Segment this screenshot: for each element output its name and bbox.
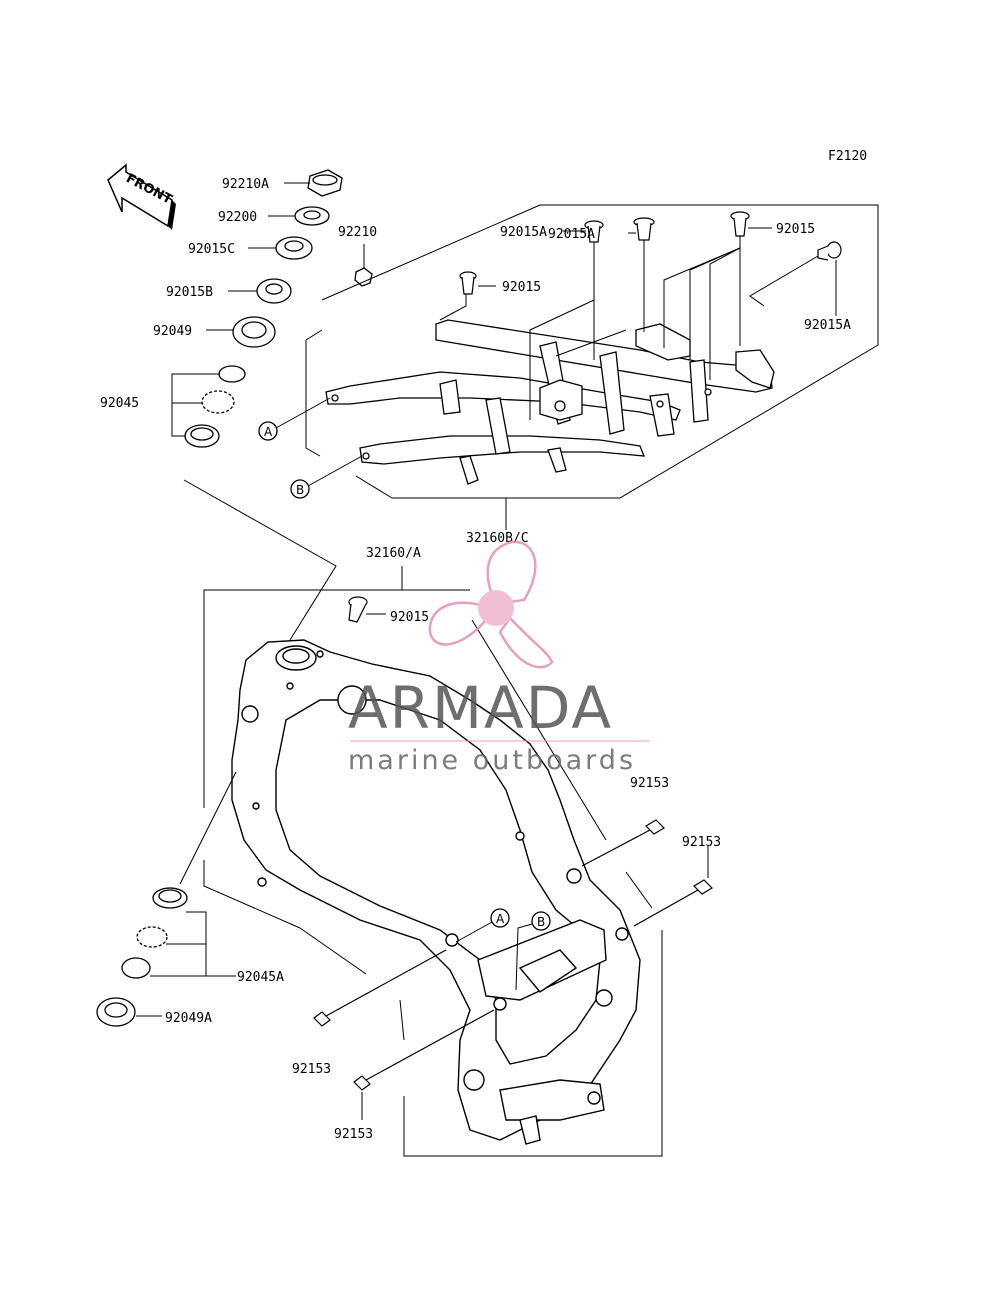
part-label-92015A-top: 92015A bbox=[548, 227, 595, 242]
callout-a-circle bbox=[258, 421, 278, 441]
part-label-92210: 92210 bbox=[338, 225, 377, 240]
bearing-icon bbox=[136, 926, 168, 948]
watermark: ARMADA marine outboards bbox=[348, 540, 650, 776]
callout-a-lower: A bbox=[496, 912, 505, 926]
part-label-92015-top-right: 92015 bbox=[776, 222, 815, 237]
callout-b-upper: B bbox=[296, 483, 304, 497]
part-label-92210A: 92210A bbox=[222, 177, 269, 192]
callout-b-lower: B bbox=[537, 915, 545, 929]
callout-b-lower-circle bbox=[531, 911, 551, 931]
part-label-92015A-right: 92015A bbox=[804, 318, 851, 333]
part-label-92045A: 92045A bbox=[237, 970, 284, 985]
subframe-drawing bbox=[325, 319, 775, 485]
part-label-92153-d: 92153 bbox=[334, 1127, 373, 1142]
part-label-92015A-mid: 92015A bbox=[500, 225, 547, 240]
subframe-group-outline bbox=[305, 204, 879, 499]
callout-a-upper: A bbox=[264, 425, 273, 439]
part-label-92153-b: 92153 bbox=[682, 835, 721, 850]
main-frame-drawing bbox=[231, 639, 641, 1145]
collar-parts bbox=[459, 211, 842, 295]
part-label-92045: 92045 bbox=[100, 396, 139, 411]
bolt-parts bbox=[313, 819, 713, 1091]
bearing-race-icon bbox=[121, 957, 151, 979]
figure-code: F2120 bbox=[828, 149, 867, 164]
part-label-92200: 92200 bbox=[218, 210, 257, 225]
part-label-32160A: 32160/A bbox=[366, 546, 421, 561]
part-label-92015-center: 92015 bbox=[502, 280, 541, 295]
part-label-32160BC: 32160B/C bbox=[466, 531, 529, 546]
part-label-92015B: 92015B bbox=[166, 285, 213, 300]
part-label-92049A: 92049A bbox=[165, 1011, 212, 1026]
small-nut-icon bbox=[354, 267, 373, 287]
part-label-92153-a: 92153 bbox=[630, 776, 669, 791]
watermark-brand: ARMADA bbox=[348, 674, 613, 742]
frame-collar-icon bbox=[348, 596, 368, 623]
watermark-tagline: marine outboards bbox=[348, 745, 636, 776]
lower-bearing-parts bbox=[96, 887, 188, 1027]
steering-stem-parts bbox=[184, 169, 343, 448]
front-arrow-icon: FRONT bbox=[107, 163, 176, 230]
callout-b-circle bbox=[290, 479, 310, 499]
bearing-race-icon bbox=[218, 365, 246, 383]
part-label-92015-frame: 92015 bbox=[390, 610, 429, 625]
propeller-logo-icon bbox=[428, 540, 554, 669]
part-label-92049: 92049 bbox=[153, 324, 192, 339]
callout-a-lower-circle bbox=[490, 908, 510, 928]
part-label-92153-c: 92153 bbox=[292, 1062, 331, 1077]
part-label-92015C: 92015C bbox=[188, 242, 235, 257]
bearing-icon bbox=[201, 390, 235, 414]
